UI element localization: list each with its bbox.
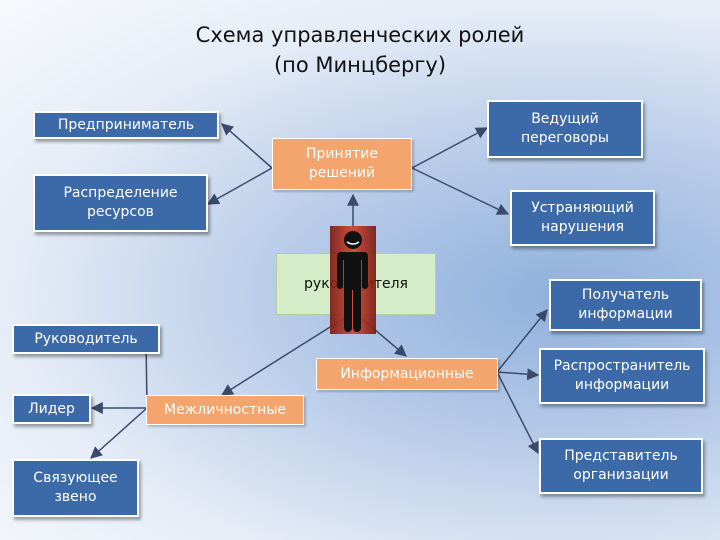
leader-role-box: Руководитель bbox=[12, 324, 160, 354]
informational-box: Информационные bbox=[316, 358, 498, 390]
diagram-title: Схема управленческих ролей (по Минцбергу… bbox=[0, 20, 720, 80]
arrow-to-entrepreneur bbox=[221, 123, 273, 169]
interpersonal-box: Межличностные bbox=[146, 395, 304, 425]
arrow-to-disseminator bbox=[496, 368, 540, 381]
spokesperson-box: Представитель организации bbox=[539, 438, 703, 494]
arrow-to-negotiator bbox=[411, 127, 489, 169]
resource-allocator-box: Распределение ресурсов bbox=[33, 174, 208, 232]
disseminator-box: Распространитель информации bbox=[539, 348, 705, 404]
negotiator-box: Ведущий переговоры bbox=[487, 100, 643, 158]
arrow-to-resource-allocator bbox=[206, 167, 273, 205]
arrow-to-disturbance-handler bbox=[411, 167, 510, 215]
title-line-1: Схема управленческих ролей bbox=[195, 23, 525, 47]
entrepreneur-box: Предприниматель bbox=[33, 111, 219, 139]
arrow-to-liaison bbox=[90, 407, 148, 459]
arrow-to-spokesperson bbox=[496, 371, 539, 455]
decisions-box: Принятие решений bbox=[272, 138, 412, 190]
disturbance-handler-box: Устраняющий нарушения bbox=[510, 190, 655, 246]
monitor-box: Получатель информации bbox=[549, 279, 702, 331]
arrow-to-monitor bbox=[496, 309, 548, 373]
title-line-2: (по Минцбергу) bbox=[273, 53, 447, 77]
liaison-box: Связующее звено bbox=[12, 459, 139, 517]
leader-box: Лидер bbox=[12, 394, 91, 424]
person-icon bbox=[330, 226, 376, 334]
